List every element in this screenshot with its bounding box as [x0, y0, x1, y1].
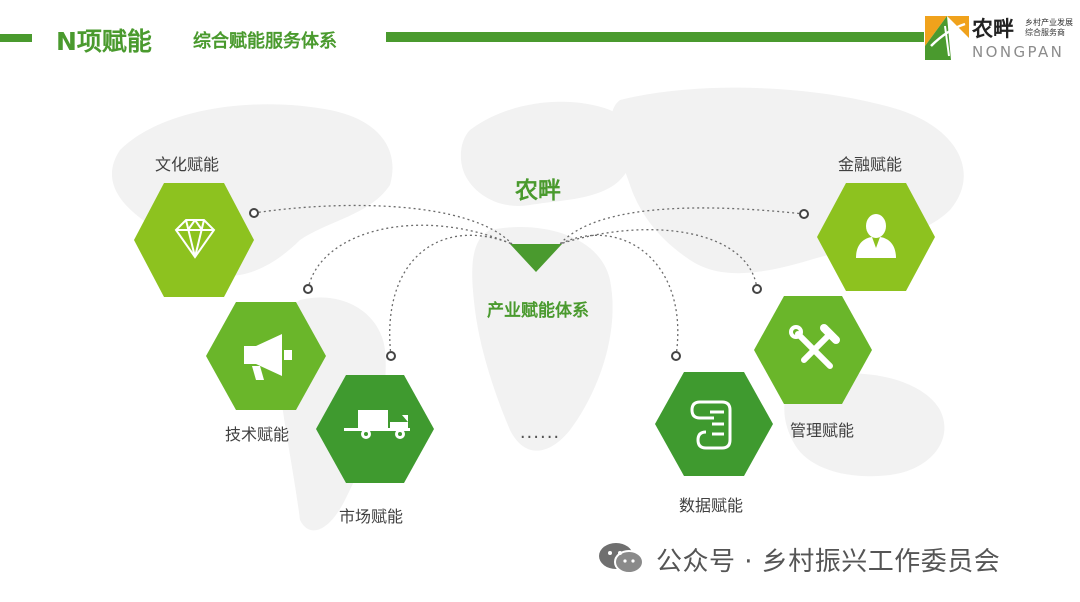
center-title: 农畔	[515, 178, 561, 204]
endpoint-data	[671, 351, 681, 361]
header-accent-bar-right	[386, 32, 924, 42]
person-icon	[856, 214, 896, 258]
hexagon-culture	[134, 183, 254, 297]
connector-technology	[307, 224, 513, 290]
center-triangle	[510, 244, 562, 272]
connector-culture	[253, 204, 513, 245]
node-label-market: 市场赋能	[339, 507, 404, 526]
node-label-data: 数据赋能	[679, 496, 744, 515]
connector-management	[559, 229, 758, 290]
endpoint-management	[752, 284, 762, 294]
logo-name-en: NONGPAN	[972, 43, 1065, 61]
connector-lines	[253, 204, 805, 357]
node-label-technology: 技术赋能	[225, 425, 290, 444]
truck-icon	[344, 410, 410, 439]
node-label-management: 管理赋能	[790, 421, 855, 440]
endpoint-technology	[303, 284, 313, 294]
page-title: N项赋能	[56, 27, 152, 56]
node-label-finance: 金融赋能	[838, 155, 903, 174]
logo-tagline: 乡村产业发展 综合服务商	[1025, 18, 1077, 38]
logo-mark-icon	[925, 16, 969, 60]
logo-tagline-1: 乡村产业发展	[1025, 18, 1073, 27]
logo-name-cn: 农畔	[972, 17, 1014, 41]
watermark-text: 公众号 · 乡村振兴工作委员会	[656, 547, 1001, 577]
ellipsis-more: ......	[519, 422, 561, 443]
connector-endpoints	[249, 208, 809, 361]
brand-logo: 农畔 乡村产业发展 综合服务商 NONGPAN	[925, 16, 1075, 62]
logo-tagline-2: 综合服务商	[1025, 28, 1065, 37]
center-subtitle: 产业赋能体系	[487, 301, 589, 321]
header-accent-bar-left	[0, 34, 32, 42]
endpoint-culture	[249, 208, 259, 218]
megaphone-icon	[244, 334, 292, 380]
page-subtitle: 综合赋能服务体系	[193, 31, 337, 52]
endpoint-market	[386, 351, 396, 361]
connector-data	[559, 234, 679, 357]
tools-icon	[789, 324, 840, 369]
node-label-culture: 文化赋能	[155, 155, 220, 174]
wechat-icon	[599, 543, 644, 574]
connector-finance	[559, 207, 805, 245]
endpoint-finance	[799, 209, 809, 219]
connector-market	[389, 234, 513, 357]
diamond-icon	[174, 219, 216, 259]
scroll-icon	[690, 400, 732, 450]
